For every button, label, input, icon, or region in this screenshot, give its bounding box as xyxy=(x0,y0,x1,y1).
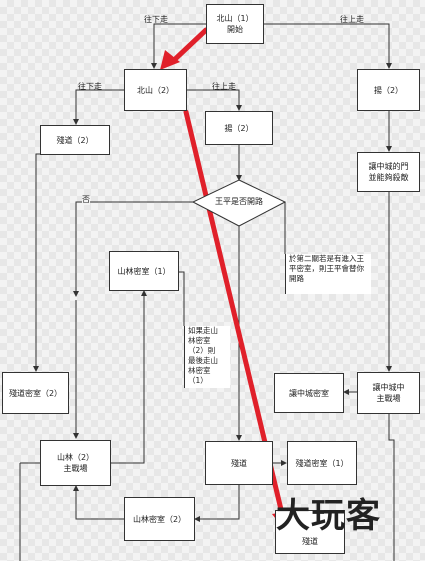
node-canmishi-1: 殘道密室（1） xyxy=(287,441,357,485)
node-canjiang-2: 殘道（2） xyxy=(40,125,110,155)
node-bottom: 殘道 xyxy=(275,510,345,554)
edge-label-mid-left: 往下走 xyxy=(78,82,102,91)
note-wangping: 於第二關若是有進入王 平密室，則王平會替你 開路 xyxy=(285,254,371,294)
edge-label-mid-right: 往上走 xyxy=(212,82,236,91)
node-start: 北山（1） 開始 xyxy=(206,4,264,44)
node-jiangzhong-main: 讓中城中 主戰場 xyxy=(357,372,420,414)
watermark-logo: 大玩客 xyxy=(276,496,381,536)
node-shanlin-mishi-1: 山林密室（1） xyxy=(109,251,179,291)
edge-label-no: 否 xyxy=(82,195,90,205)
node-yang-2-mid: 揚（2） xyxy=(205,111,273,145)
edge-label-top-right: 往上走 xyxy=(340,15,364,24)
node-beishan-2: 北山（2） xyxy=(124,69,187,111)
note-shanlin: 如果走山 林密室 （2）則 最後走山 林密室 （1） xyxy=(184,326,230,388)
node-shanlin-mishi-2: 山林密室（2） xyxy=(124,497,195,541)
node-canjiang-mid: 殘道 xyxy=(205,441,273,485)
node-canmishi-2: 殘道密室（2） xyxy=(2,372,69,414)
edge-label-top-left: 往下走 xyxy=(144,15,168,24)
decision-label: 王平是否開路 xyxy=(215,197,263,206)
node-jiangzhong: 讓中城的門 並能夠殺敵 xyxy=(357,152,420,192)
decision-diamond xyxy=(191,179,287,227)
node-shanlin-2-main: 山林（2） 主戰場 xyxy=(40,440,111,486)
node-jiangzhong-mishi: 讓中城密室 xyxy=(274,373,344,413)
node-yang-2-right: 揚（2） xyxy=(357,69,420,111)
